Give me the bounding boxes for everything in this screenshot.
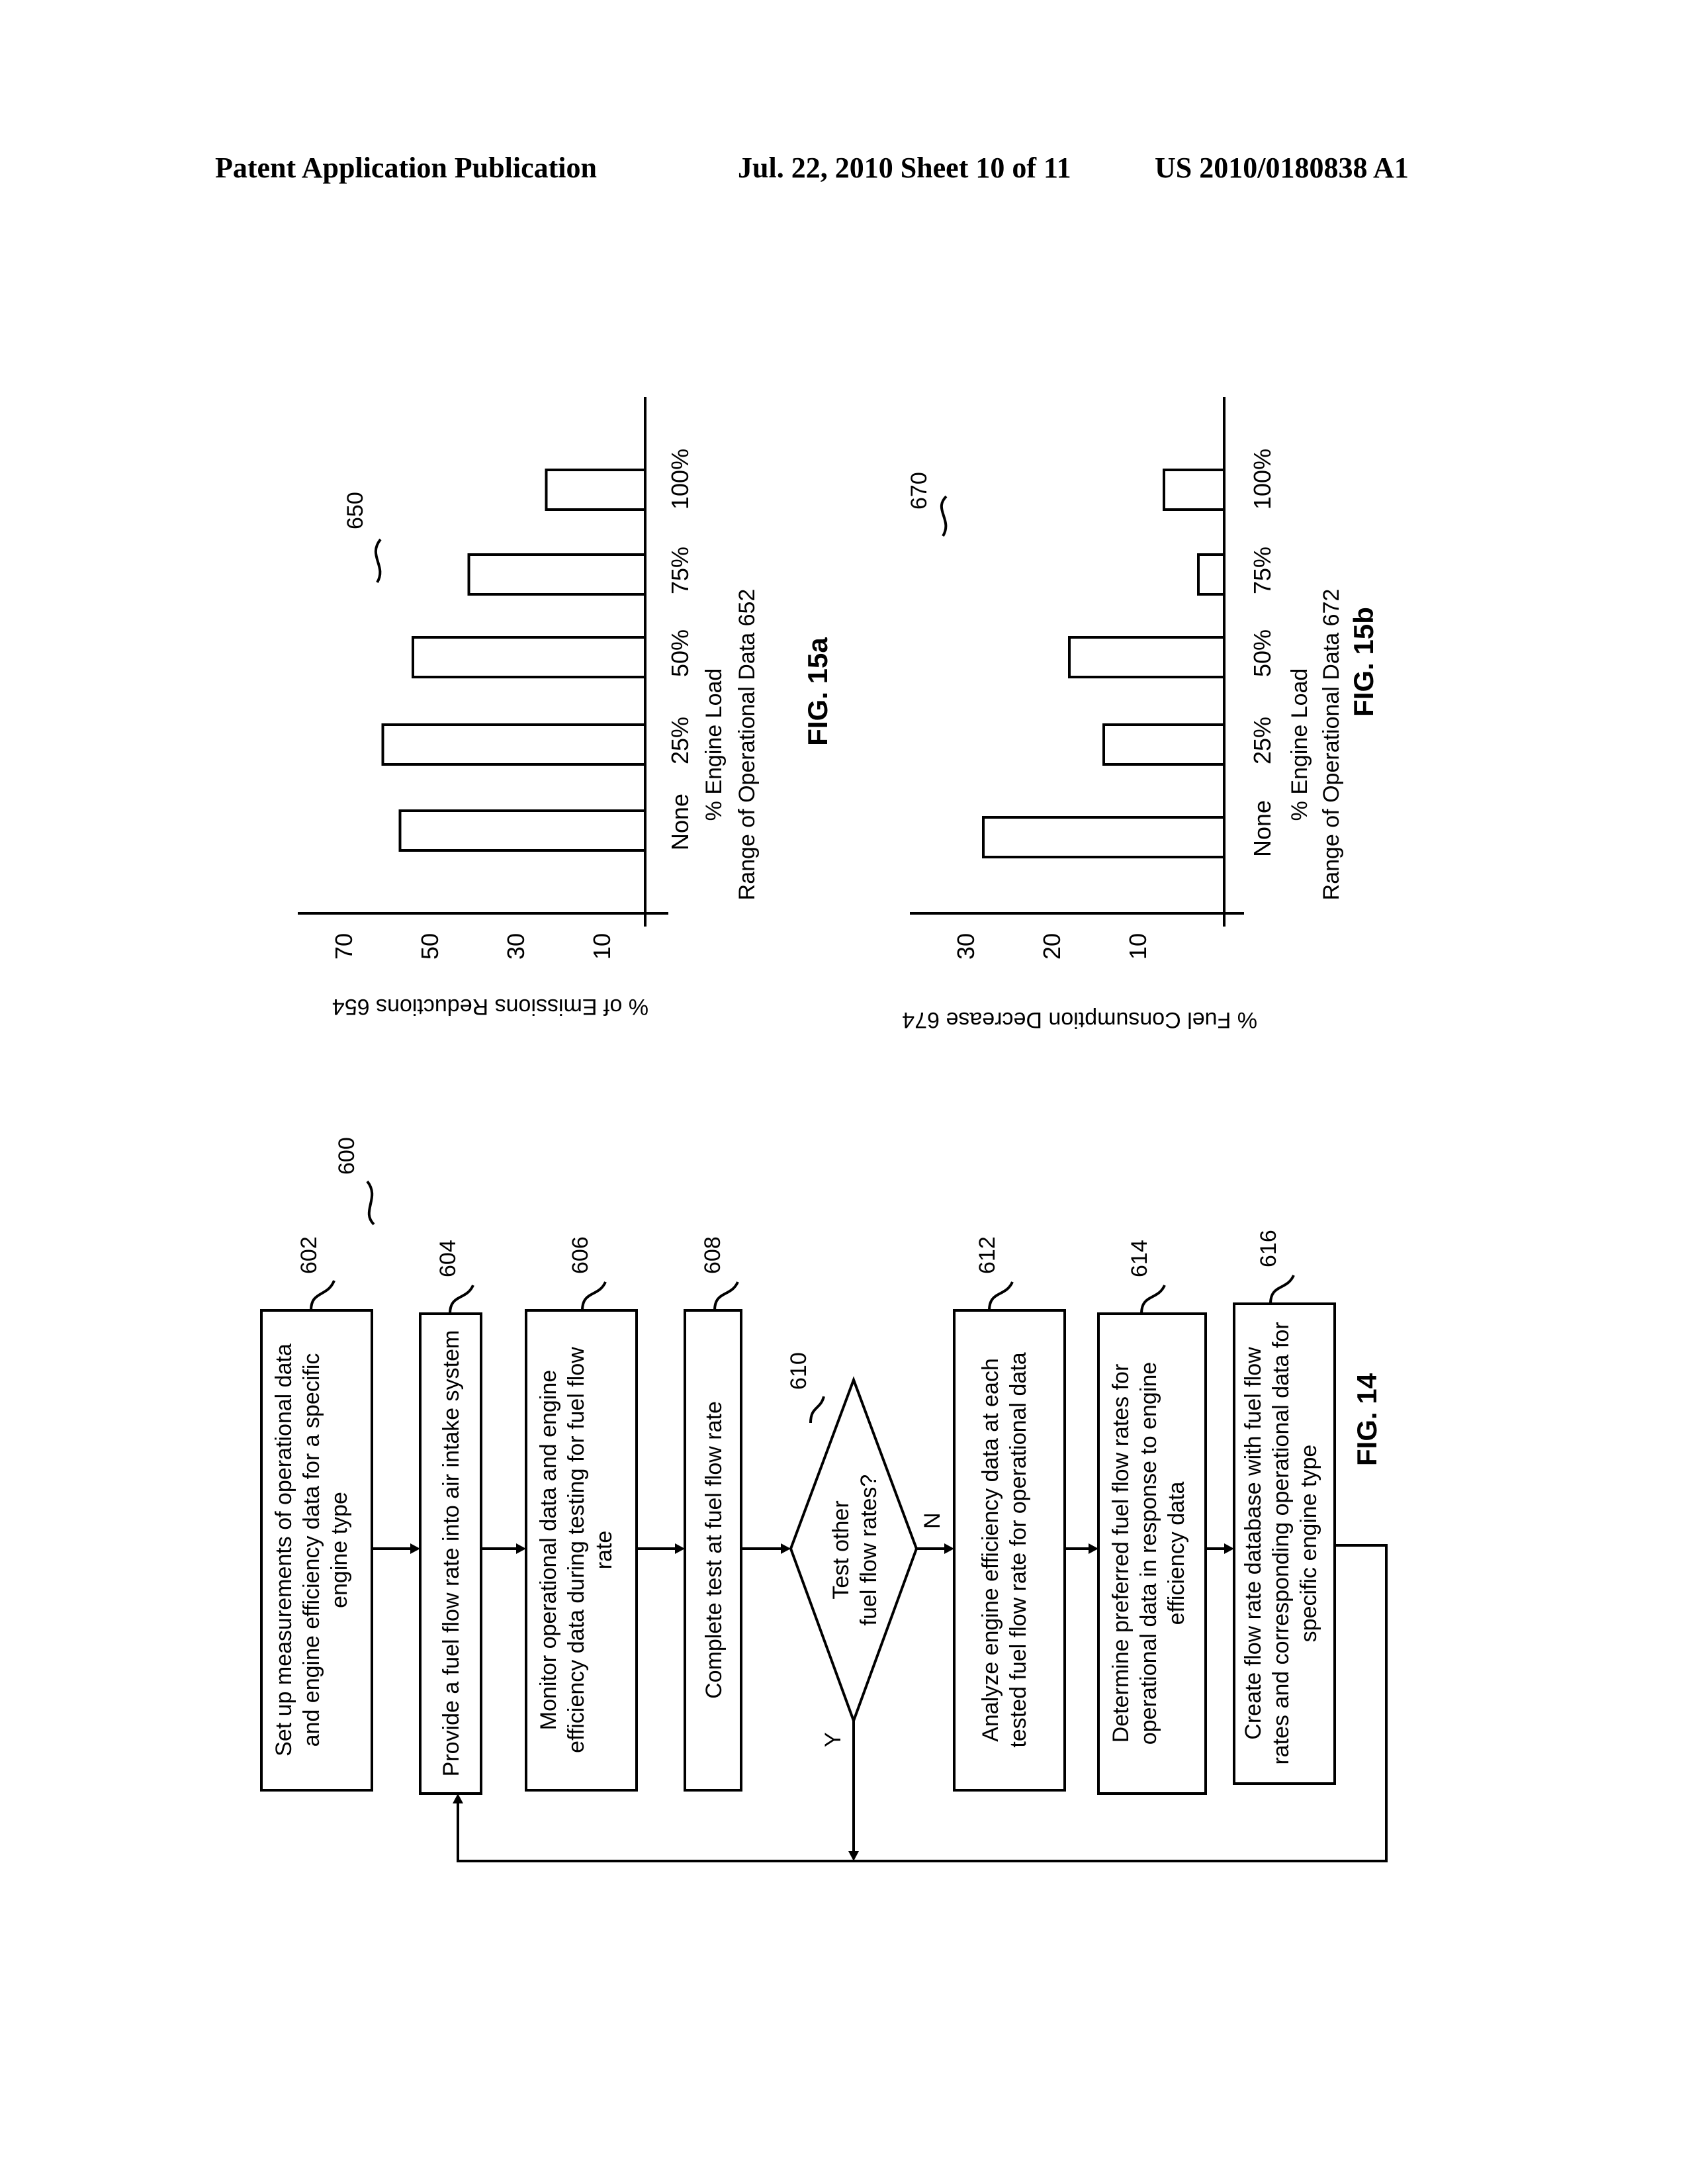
category-label: 100% <box>666 449 693 510</box>
y-tick-label: 20 <box>1038 933 1065 960</box>
yes-label: Y <box>821 1732 846 1747</box>
bar-50pct <box>413 637 645 677</box>
ylabel-15b: % Fuel Consumption Decrease 674 <box>902 1007 1257 1032</box>
ref-600: 600 <box>334 1137 359 1175</box>
category-label: None <box>666 794 693 850</box>
ref-604: 604 <box>435 1240 461 1277</box>
category-label: 75% <box>1249 547 1276 594</box>
bar-25pct <box>1104 725 1224 764</box>
xlabel-15b-line2: Range of Operational Data 672 <box>1319 589 1344 901</box>
bar-50pct <box>1069 637 1224 677</box>
ylabel-15a: % of Emissions Reductions 654 <box>332 994 648 1019</box>
svg-text:engine type: engine type <box>327 1492 352 1608</box>
chart-title-15b: FIG. 15b <box>1348 607 1379 717</box>
step-text-608: Complete test at fuel flow rate <box>701 1401 727 1699</box>
svg-text:Test other: Test other <box>828 1500 854 1599</box>
chart-title-15a: FIG. 15a <box>802 637 833 746</box>
leader-670 <box>942 496 946 536</box>
leader-650 <box>376 539 380 582</box>
ref-616: 616 <box>1256 1230 1281 1267</box>
svg-text:operational data in response t: operational data in response to engine <box>1136 1362 1161 1745</box>
ref-670: 670 <box>907 472 932 510</box>
bar-25pct <box>383 725 646 764</box>
y-tick-label: 30 <box>952 933 979 960</box>
y-tick-label: 70 <box>330 933 357 960</box>
y-tick-label: 30 <box>502 933 529 960</box>
svg-text:specific engine type: specific engine type <box>1296 1445 1321 1643</box>
ref-614: 614 <box>1127 1240 1152 1277</box>
category-label: 50% <box>666 629 693 677</box>
bar-75pct <box>1198 555 1224 594</box>
category-label: None <box>1249 800 1276 857</box>
bar-100pct <box>1164 470 1224 510</box>
xlabel-15a-line2: Range of Operational Data 652 <box>735 589 760 901</box>
svg-text:Provide a fuel flow rate into: Provide a fuel flow rate into air intake… <box>439 1330 464 1777</box>
svg-text:efficiency data during testing: efficiency data during testing for fuel … <box>564 1347 589 1753</box>
flowchart-fig14: Set up measurements of operational data … <box>261 1137 1386 1861</box>
ref-606: 606 <box>568 1236 593 1274</box>
y-tick-label: 50 <box>416 933 443 960</box>
svg-text:Analyze engine efficiency data: Analyze engine efficiency data at each <box>978 1358 1003 1742</box>
ref-610: 610 <box>786 1352 811 1390</box>
ref-602: 602 <box>296 1236 322 1274</box>
y-tick-label: 10 <box>1124 933 1151 960</box>
svg-text:and engine efficiency data for: and engine efficiency data for a specifi… <box>299 1353 324 1747</box>
chart-fig15b: 10 20 30 None 25% 50% 75% 100% % Fuel Consumpt… <box>902 397 1379 1032</box>
svg-text:tested fuel flow rate for oper: tested fuel flow rate for operational da… <box>1006 1352 1031 1747</box>
fig14-caption: FIG. 14 <box>1351 1373 1382 1466</box>
decision-diamond-610 <box>791 1380 916 1721</box>
bar-100pct <box>547 470 646 510</box>
xlabel-15b-line1: % Engine Load <box>1287 668 1312 821</box>
chart-fig15a: 10 30 50 70 None 25% 50% 75% 100% % of Emission… <box>298 397 833 1019</box>
xlabel-15a-line1: % Engine Load <box>701 668 727 821</box>
svg-text:fuel flow rates?: fuel flow rates? <box>856 1475 881 1626</box>
svg-text:Create flow rate database with: Create flow rate database with fuel flow <box>1241 1347 1266 1740</box>
svg-text:Set up measurements of operati: Set up measurements of operational data <box>271 1343 296 1756</box>
svg-text:efficiency data: efficiency data <box>1164 1482 1189 1625</box>
category-label: 25% <box>666 717 693 764</box>
ref-608: 608 <box>700 1236 725 1274</box>
svg-text:Complete test at fuel flow rat: Complete test at fuel flow rate <box>701 1401 727 1699</box>
ref-612: 612 <box>975 1236 1000 1274</box>
category-label: 100% <box>1249 449 1276 510</box>
category-label: 25% <box>1249 717 1276 764</box>
svg-text:Determine preferred fuel flow: Determine preferred fuel flow rates for <box>1108 1364 1134 1743</box>
bar-none <box>400 811 646 850</box>
svg-text:Monitor operational data and e: Monitor operational data and engine <box>536 1370 561 1730</box>
y-tick-label: 10 <box>588 933 615 960</box>
svg-text:rates and corresponding operat: rates and corresponding operational data… <box>1269 1322 1294 1764</box>
no-label: N <box>920 1512 945 1529</box>
ref-650: 650 <box>343 492 368 529</box>
category-label: 50% <box>1249 629 1276 677</box>
category-label: 75% <box>666 547 693 594</box>
bar-75pct <box>469 555 646 594</box>
svg-text:rate: rate <box>592 1531 617 1570</box>
bar-none <box>983 817 1224 857</box>
step-text-604: Provide a fuel flow rate into air intake… <box>439 1330 464 1777</box>
